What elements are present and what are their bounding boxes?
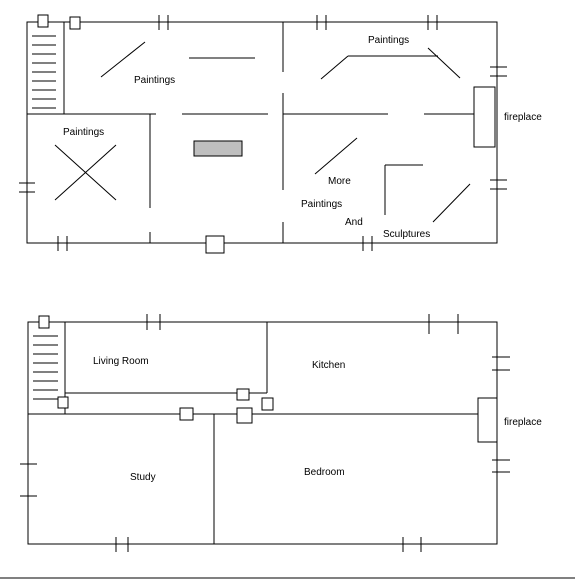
lower-fireplace: [477, 397, 498, 443]
upper-windows: [19, 15, 507, 251]
upper-doors: [37, 14, 225, 254]
label-and: And: [345, 217, 363, 228]
lower-doors: [38, 315, 274, 424]
upper-labels: Paintings Paintings Paintings More Paint…: [63, 35, 542, 240]
upper-fireplace: [473, 86, 496, 148]
lower-labels: Living Room Kitchen Study Bedroom firepl…: [93, 356, 542, 483]
label-paintings-north-center: Paintings: [134, 75, 175, 86]
upper-floor: [19, 14, 507, 254]
label-bedroom: Bedroom: [304, 467, 345, 478]
label-study: Study: [130, 472, 156, 483]
label-more: More: [328, 176, 351, 187]
lower-floor: [20, 314, 510, 552]
upper-outer-wall: [26, 21, 498, 244]
upper-interior-walls: [27, 22, 474, 243]
upper-display-panels: [54, 41, 471, 223]
label-paintings-south: Paintings: [301, 199, 342, 210]
label-kitchen: Kitchen: [312, 360, 345, 371]
label-fireplace-upper: fireplace: [504, 112, 542, 123]
upper-bench: [193, 140, 243, 157]
upper-stairs: [32, 22, 65, 114]
label-paintings-north-right: Paintings: [368, 35, 409, 46]
lower-windows: [20, 314, 510, 552]
label-paintings-west: Paintings: [63, 127, 104, 138]
label-fireplace-lower: fireplace: [504, 417, 542, 428]
label-sculptures: Sculptures: [383, 229, 430, 240]
lower-interior-walls: [28, 322, 480, 544]
label-living-room: Living Room: [93, 356, 149, 367]
